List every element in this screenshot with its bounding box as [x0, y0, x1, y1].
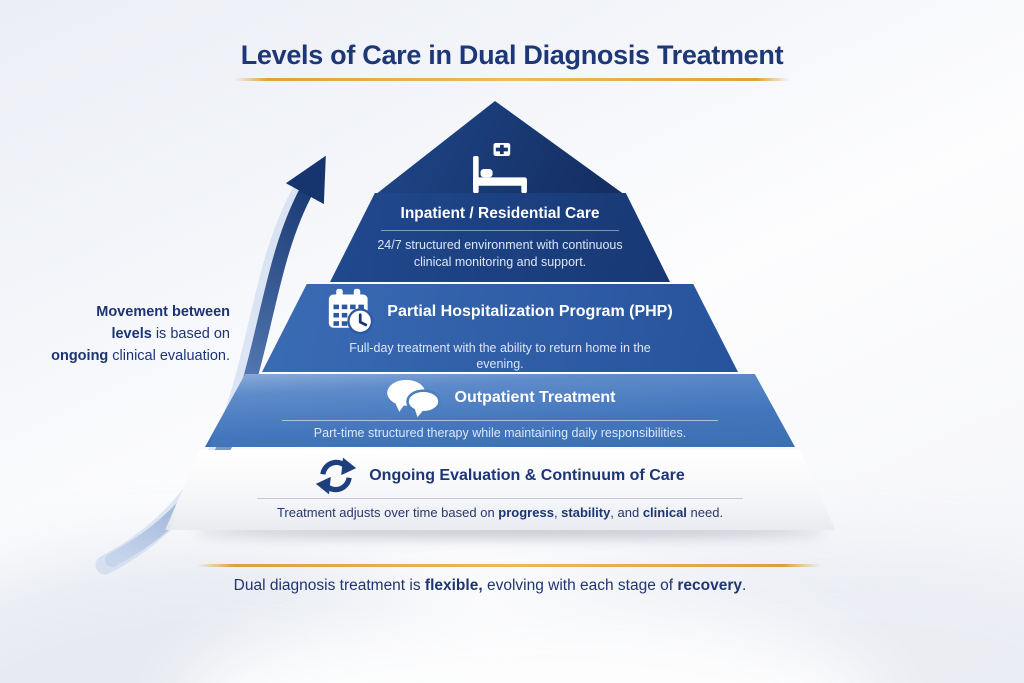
hospital-bed-icon: [473, 143, 527, 194]
pyramid-level-php: Partial Hospitalization Program (PHP) Fu…: [262, 284, 738, 372]
side-note-line: levels is based on: [111, 326, 230, 342]
level-title-row: Partial Hospitalization Program (PHP): [327, 288, 673, 335]
level-title-row: Ongoing Evaluation & Continuum of Care: [315, 456, 685, 496]
pyramid-level-inpatient: Inpatient / Residential Care 24/7 struct…: [330, 193, 670, 282]
side-note-line: ongoing clinical evaluation.: [51, 348, 230, 364]
level-description: Full-day treatment with the ability to r…: [349, 341, 651, 371]
header: Levels of Care in Dual Diagnosis Treatme…: [0, 40, 1024, 81]
level-title: Partial Hospitalization Program (PHP): [387, 303, 673, 320]
pyramid-level-ongoing-evaluation: Ongoing Evaluation & Continuum of Care T…: [165, 450, 835, 530]
refresh-icon: [316, 457, 357, 495]
level-description: Part-time structured therapy while maint…: [313, 426, 687, 440]
level-divider: [381, 230, 619, 231]
pyramid-peak: [375, 101, 625, 195]
calendar-clock-icon: [329, 288, 374, 335]
page-title: Levels of Care in Dual Diagnosis Treatme…: [240, 40, 784, 70]
level-title: Ongoing Evaluation & Continuum of Care: [369, 467, 685, 484]
level-title-row: Outpatient Treatment: [385, 378, 616, 418]
title-underline: [234, 78, 790, 81]
side-note-line: Movement between: [96, 304, 230, 320]
level-title: Inpatient / Residential Care: [400, 205, 600, 222]
level-description: 24/7 structured environment with continu…: [377, 238, 623, 269]
level-divider: [257, 498, 743, 499]
pyramid-level-outpatient: Outpatient Treatment Part-time structure…: [205, 374, 795, 447]
footer-caption: Dual diagnosis treatment is flexible, ev…: [233, 577, 747, 594]
level-divider: [282, 420, 718, 421]
side-note: Movement between levels is based on ongo…: [34, 301, 230, 367]
chat-bubbles-icon: [386, 379, 441, 417]
footer-divider: [197, 564, 821, 567]
level-description: Treatment adjusts over time based on pro…: [276, 505, 724, 520]
level-title: Outpatient Treatment: [454, 389, 616, 406]
